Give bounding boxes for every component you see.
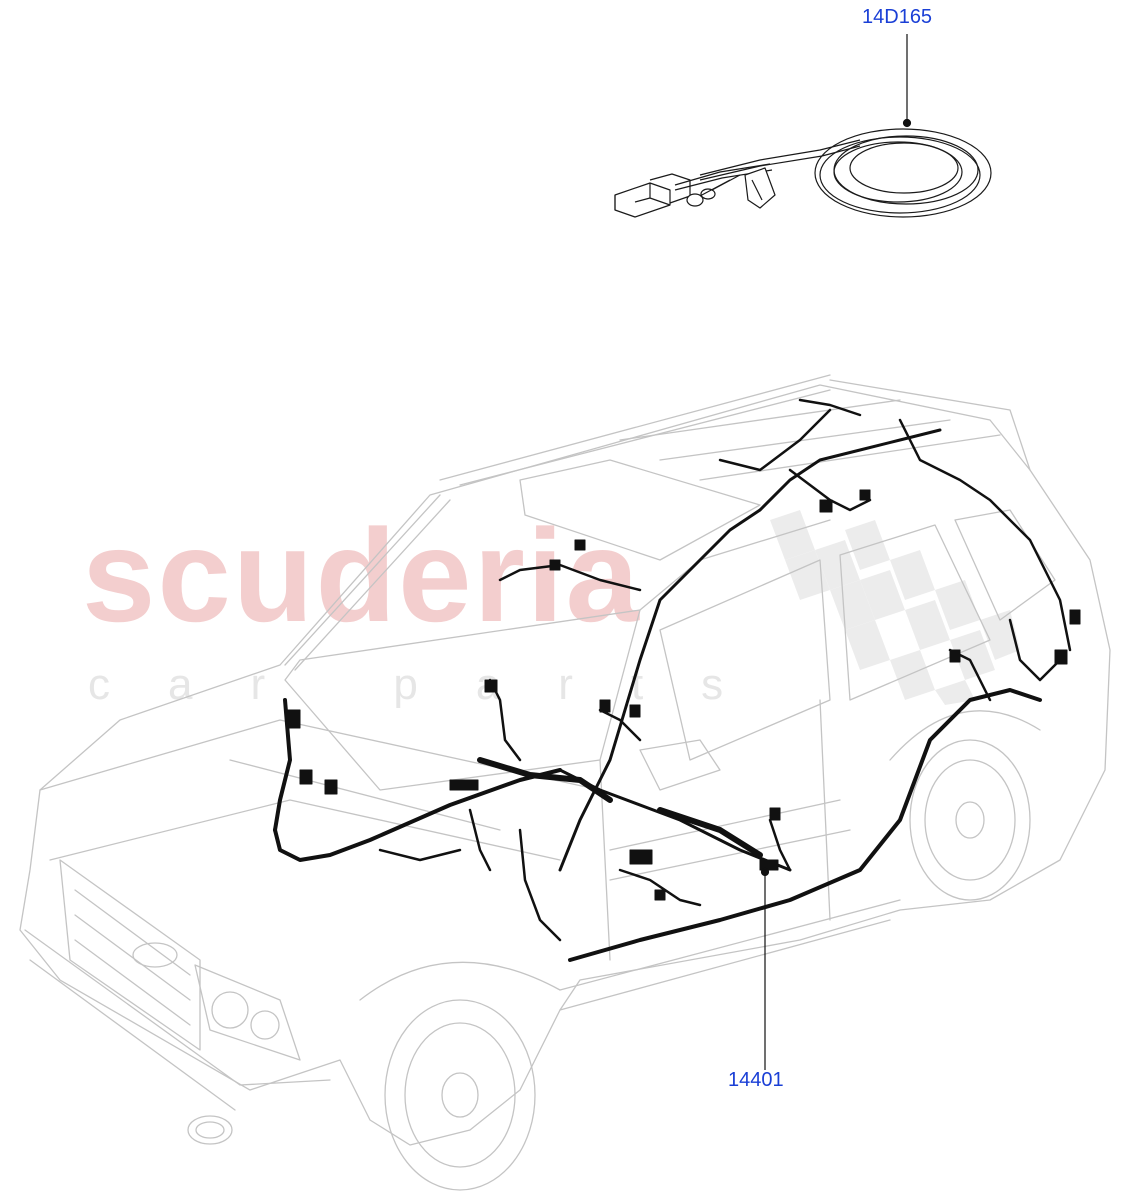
watermark-brand: scuderia	[82, 502, 641, 649]
watermark-subtitle: car parts	[88, 660, 782, 709]
callout-leader-lines	[760, 34, 912, 1070]
part-label-14401[interactable]: 14401	[728, 1069, 784, 1091]
aerial-lead-assembly	[614, 128, 992, 218]
checkered-flag-watermark	[770, 510, 1020, 705]
part-label-14D165[interactable]: 14D165	[862, 6, 933, 28]
body-wiring-harness	[273, 398, 1081, 962]
vehicle-outline	[19, 374, 1111, 1191]
